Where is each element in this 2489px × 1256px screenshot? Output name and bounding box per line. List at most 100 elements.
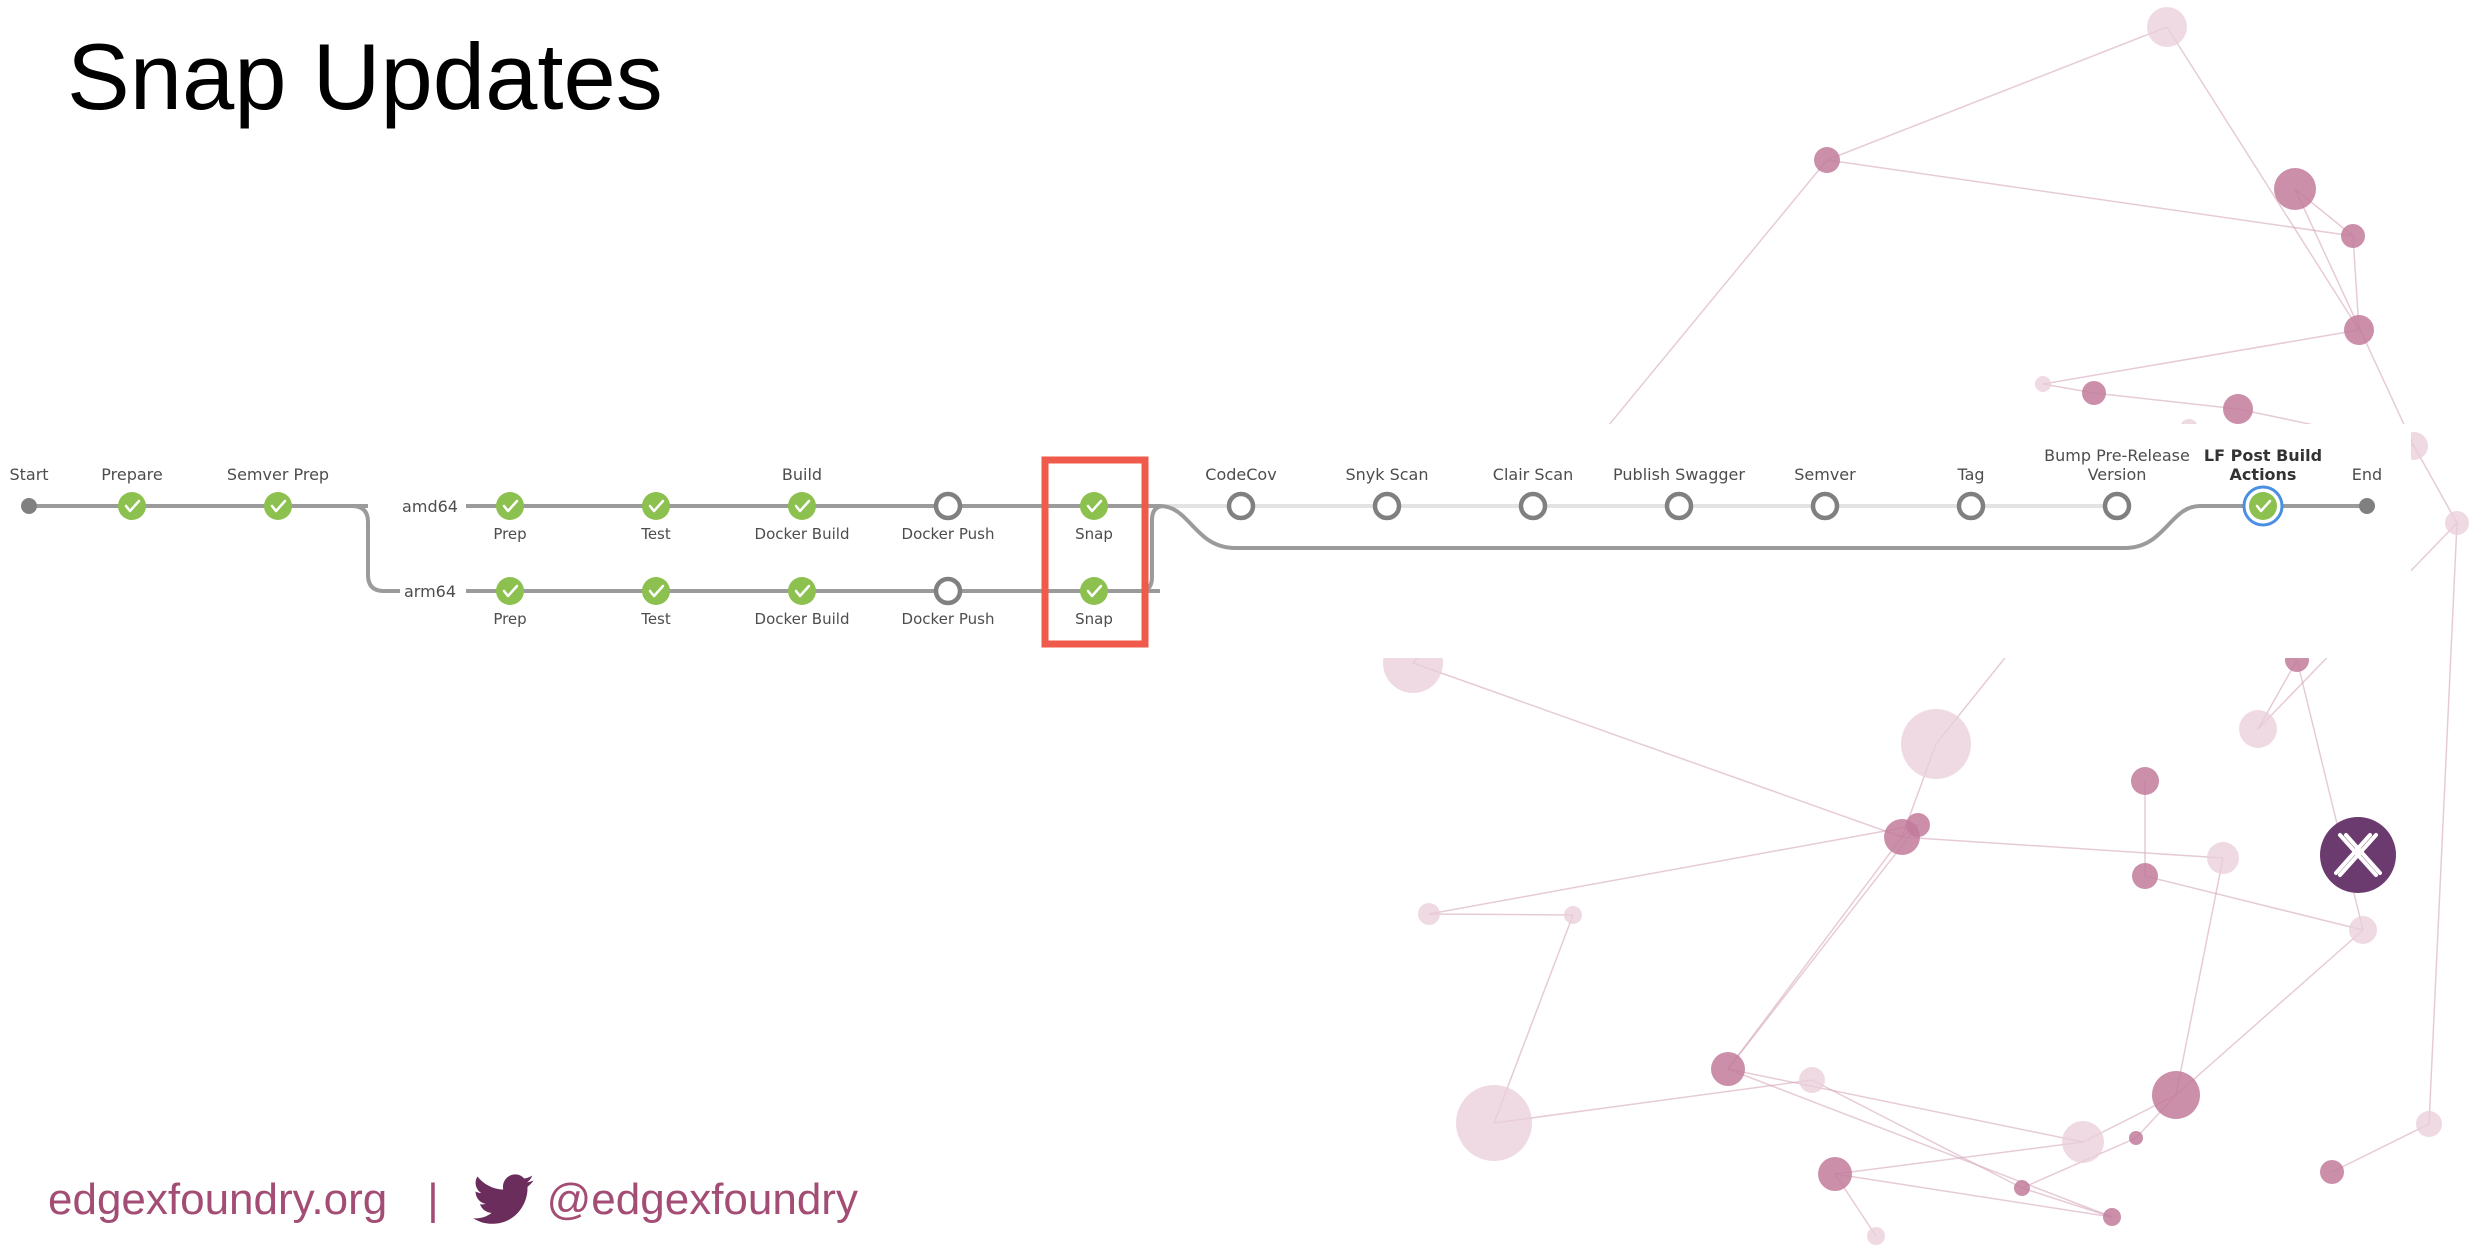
stage-tag[interactable]: [1956, 491, 1986, 521]
network-node: [1418, 903, 1440, 925]
stage-semver-prep[interactable]: [264, 492, 292, 520]
network-edge: [1727, 824, 1919, 1070]
stage-snyk-scan[interactable]: [1372, 491, 1402, 521]
network-node: [2103, 1208, 2121, 1226]
stage-lf-post-build[interactable]: [2242, 485, 2284, 527]
arm64-step-docker-build[interactable]: [788, 577, 816, 605]
network-node: [2445, 511, 2469, 535]
stage-label-snyk-scan: Snyk Scan: [1345, 465, 1428, 484]
arm64-step-label-test: Test: [640, 610, 671, 628]
check-icon: [502, 499, 519, 513]
network-edge: [1493, 1079, 1813, 1124]
network-edge: [1412, 662, 1903, 838]
stage-label-start: Start: [9, 465, 48, 484]
network-edge: [2021, 1137, 2137, 1189]
twitter-bird-icon[interactable]: [472, 1174, 535, 1226]
network-node: [2207, 842, 2239, 874]
network-edge: [1901, 836, 2224, 859]
amd64-step-label-test: Test: [640, 525, 671, 543]
network-node: [2131, 767, 2159, 795]
stage-label-end: End: [2352, 465, 2382, 484]
network-node: [2344, 315, 2374, 345]
amd64-step-docker-push[interactable]: [933, 491, 963, 521]
network-node: [1456, 1085, 1532, 1161]
arm64-step-snap[interactable]: [1080, 577, 1108, 605]
amd64-step-label-snap: Snap: [1075, 525, 1113, 543]
network-node: [2062, 1121, 2104, 1163]
network-node: [2320, 1160, 2344, 1184]
stage-clair-scan[interactable]: [1518, 491, 1548, 521]
network-node: [2035, 376, 2051, 392]
twitter-handle[interactable]: @edgexfoundry: [546, 1175, 858, 1224]
stage-start[interactable]: [21, 498, 37, 514]
network-node: [2223, 394, 2253, 424]
amd64-step-snap[interactable]: [1080, 492, 1108, 520]
network-node: [2416, 1111, 2442, 1137]
network-edge: [1428, 824, 1919, 915]
check-icon: [2255, 499, 2272, 513]
stage-label-bump-pre-release-line1: Bump Pre-Release: [2044, 446, 2190, 465]
network-node: [2147, 7, 2187, 47]
network-node: [1814, 147, 1840, 173]
network-edge: [2175, 929, 2364, 1096]
network-edge: [1826, 159, 2354, 237]
stage-label-prepare: Prepare: [101, 465, 162, 484]
footer: edgexfoundry.org | @edgexfoundry: [48, 1170, 858, 1230]
network-node: [2239, 710, 2277, 748]
amd64-step-docker-build[interactable]: [788, 492, 816, 520]
network-node: [2274, 168, 2316, 210]
amd64-step-test[interactable]: [642, 492, 670, 520]
stage-label-clair-scan: Clair Scan: [1493, 465, 1573, 484]
check-icon: [794, 499, 811, 513]
stage-label-codecov: CodeCov: [1205, 465, 1276, 484]
stage-label-semver-prep: Semver Prep: [227, 465, 329, 484]
network-edge: [2413, 445, 2458, 524]
network-edge: [2144, 875, 2364, 931]
stage-semver[interactable]: [1810, 491, 1840, 521]
stage-label-semver: Semver: [1794, 465, 1856, 484]
network-edge: [2093, 392, 2239, 410]
amd64-step-prep[interactable]: [496, 492, 524, 520]
snap-stage-highlight-box: [1041, 456, 1149, 648]
branch-label-arm64: arm64: [404, 582, 456, 601]
network-node: [2349, 916, 2377, 944]
network-node: [1867, 1227, 1885, 1245]
network-node: [2152, 1071, 2200, 1119]
network-node: [1901, 709, 1971, 779]
arm64-step-docker-push[interactable]: [933, 576, 963, 606]
network-edge: [2331, 1123, 2430, 1173]
arm64-step-label-docker-build: Docker Build: [755, 610, 850, 628]
stage-bump-pre-release[interactable]: [2102, 491, 2132, 521]
footer-separator: |: [427, 1175, 439, 1224]
network-edge: [2175, 857, 2224, 1096]
stage-label-publish-swagger: Publish Swagger: [1613, 465, 1745, 484]
branch-label-amd64: amd64: [402, 497, 458, 516]
check-icon: [1086, 499, 1103, 513]
network-node: [2082, 381, 2106, 405]
arm64-step-prep[interactable]: [496, 577, 524, 605]
network-edge: [1811, 1079, 2023, 1189]
amd64-step-label-docker-build: Docker Build: [755, 525, 850, 543]
stage-label-bump-pre-release-line2: Version: [2088, 465, 2147, 484]
network-edge: [2428, 522, 2458, 1125]
network-node: [1799, 1067, 1825, 1093]
network-node: [1564, 906, 1582, 924]
edgex-logo: [2320, 817, 2396, 893]
network-edge: [1727, 1068, 2084, 1143]
stage-end[interactable]: [2359, 498, 2375, 514]
check-icon: [648, 584, 665, 598]
amd64-step-label-prep: Prep: [493, 525, 526, 543]
network-node: [2129, 1131, 2143, 1145]
network-node: [2132, 863, 2158, 889]
stage-codecov[interactable]: [1226, 491, 1256, 521]
network-node: [1884, 819, 1920, 855]
stage-publish-swagger[interactable]: [1664, 491, 1694, 521]
website-link[interactable]: edgexfoundry.org: [48, 1175, 388, 1224]
arm64-step-label-snap: Snap: [1075, 610, 1113, 628]
stage-prepare[interactable]: [118, 492, 146, 520]
network-edge: [1727, 1068, 2113, 1218]
arm64-step-test[interactable]: [642, 577, 670, 605]
stage-label-build: Build: [782, 465, 822, 484]
network-node: [2341, 224, 2365, 248]
